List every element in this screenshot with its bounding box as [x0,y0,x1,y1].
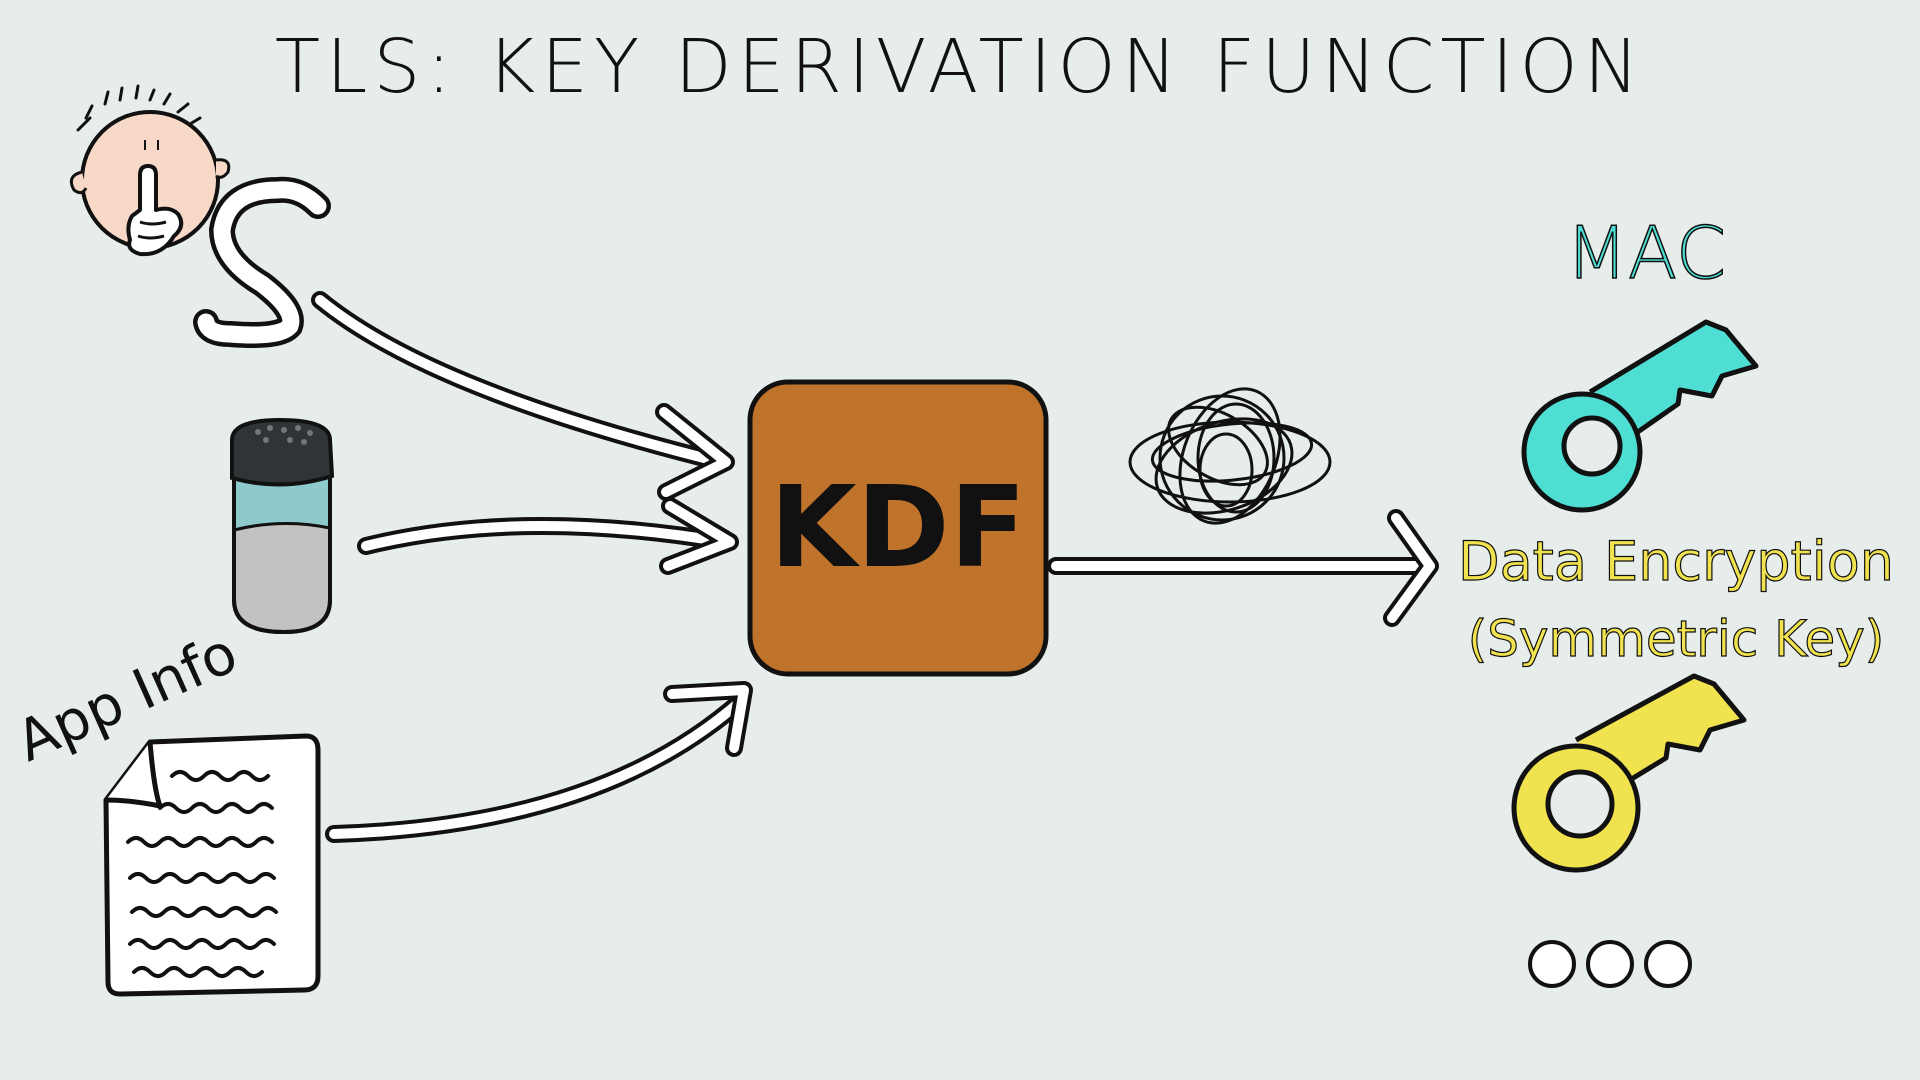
document-icon [103,733,321,997]
symmetric-key-label: (Symmetric Key) [1468,610,1885,668]
shushing-face-icon [69,84,231,257]
arrow-appinfo-to-kdf [325,681,753,843]
arrow-secret-to-kdf [311,291,735,501]
salt-shaker-icon [230,417,335,635]
scribble-icon [1128,387,1332,525]
encryption-key-icon [1511,673,1747,873]
kdf-label: KDF [770,463,1026,593]
diagram-title: TLS: KEY DERIVATION FUNCTION [275,24,1645,110]
secret-symbol: S [0,0,331,348]
mac-key-icon [1521,319,1759,513]
secret-label: S [0,0,1,1]
data-encryption-label: Data Encryption [1458,530,1894,593]
mac-label: MAC [1566,211,1726,295]
arrow-kdf-to-keys [1047,509,1439,627]
ellipsis-icon [1528,940,1692,988]
kdf-box: KDF [747,379,1049,677]
arrow-salt-to-kdf [357,497,739,575]
